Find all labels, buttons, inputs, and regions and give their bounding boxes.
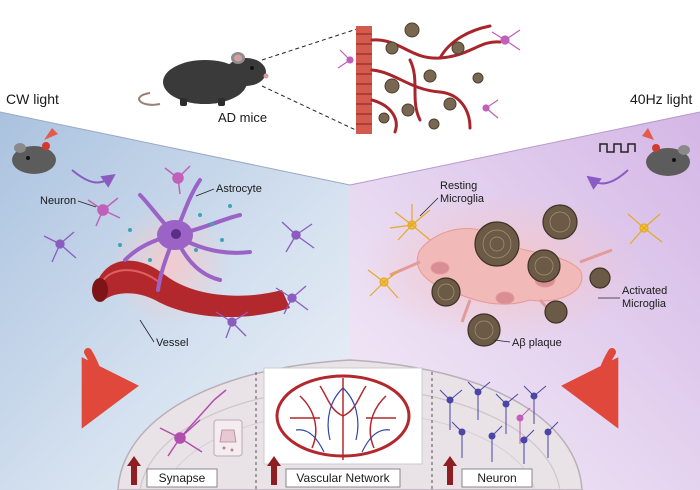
cw-light-title: CW light [6,91,59,107]
zoom-line-top [261,27,361,61]
vessel-label: Vessel [156,337,188,349]
ad-mouse-illustration [138,52,269,106]
mouse-label: AD mice [218,110,267,125]
left-mouse-head-icon [12,128,58,174]
right-down-arrow [561,348,619,429]
resting-pointer [419,197,439,217]
amyloid-plaques [431,204,611,347]
plaque-pointer [493,339,511,343]
astrocyte-cell [123,178,252,292]
neuron-network-illustration [439,381,559,464]
plaque-texture [437,211,571,340]
blood-vessel-illustration [92,260,290,318]
vessel-pointer [139,319,155,343]
vascular-outcome: Vascular Network [267,456,401,488]
plaque-label: Aβ plaque [512,337,562,349]
brain-tissue-illustration [337,22,521,134]
right-divider [349,111,700,186]
resting-microglia-cells [367,204,663,299]
activated-microglia-label-1: Activated [622,285,667,297]
synapse-illustration [159,389,243,457]
right-mouse-head-icon [642,128,690,176]
neuron-outcome-label: Neuron [477,471,516,485]
neuron-network-accent [516,407,531,444]
right-light-arrow [586,169,629,190]
left-light-arrow [71,169,116,188]
left-down-arrow [81,348,139,429]
astrocyte-label: Astrocyte [216,183,262,195]
secreted-particles [118,204,232,262]
synapse-label: Synapse [159,471,206,485]
neuron-pointer [77,200,97,208]
activated-microglia-label-2: Microglia [622,298,667,310]
synapse-outcome: Synapse [127,456,218,488]
resting-microglia-label-1: Resting [440,180,477,192]
neuron-label: Neuron [40,195,76,207]
left-divider [0,111,351,186]
resting-microglia-label-2: Microglia [440,193,485,205]
glial-cells-left [43,221,315,339]
vascular-network-label: Vascular Network [296,471,390,485]
vascular-network-illustration [263,367,423,465]
zoom-line-bottom [261,85,361,133]
neuron-cell [87,165,191,227]
astrocyte-pointer [195,188,215,197]
square-wave-icon [599,143,636,153]
neuron-outcome: Neuron [443,456,533,488]
40hz-light-title: 40Hz light [630,91,692,107]
